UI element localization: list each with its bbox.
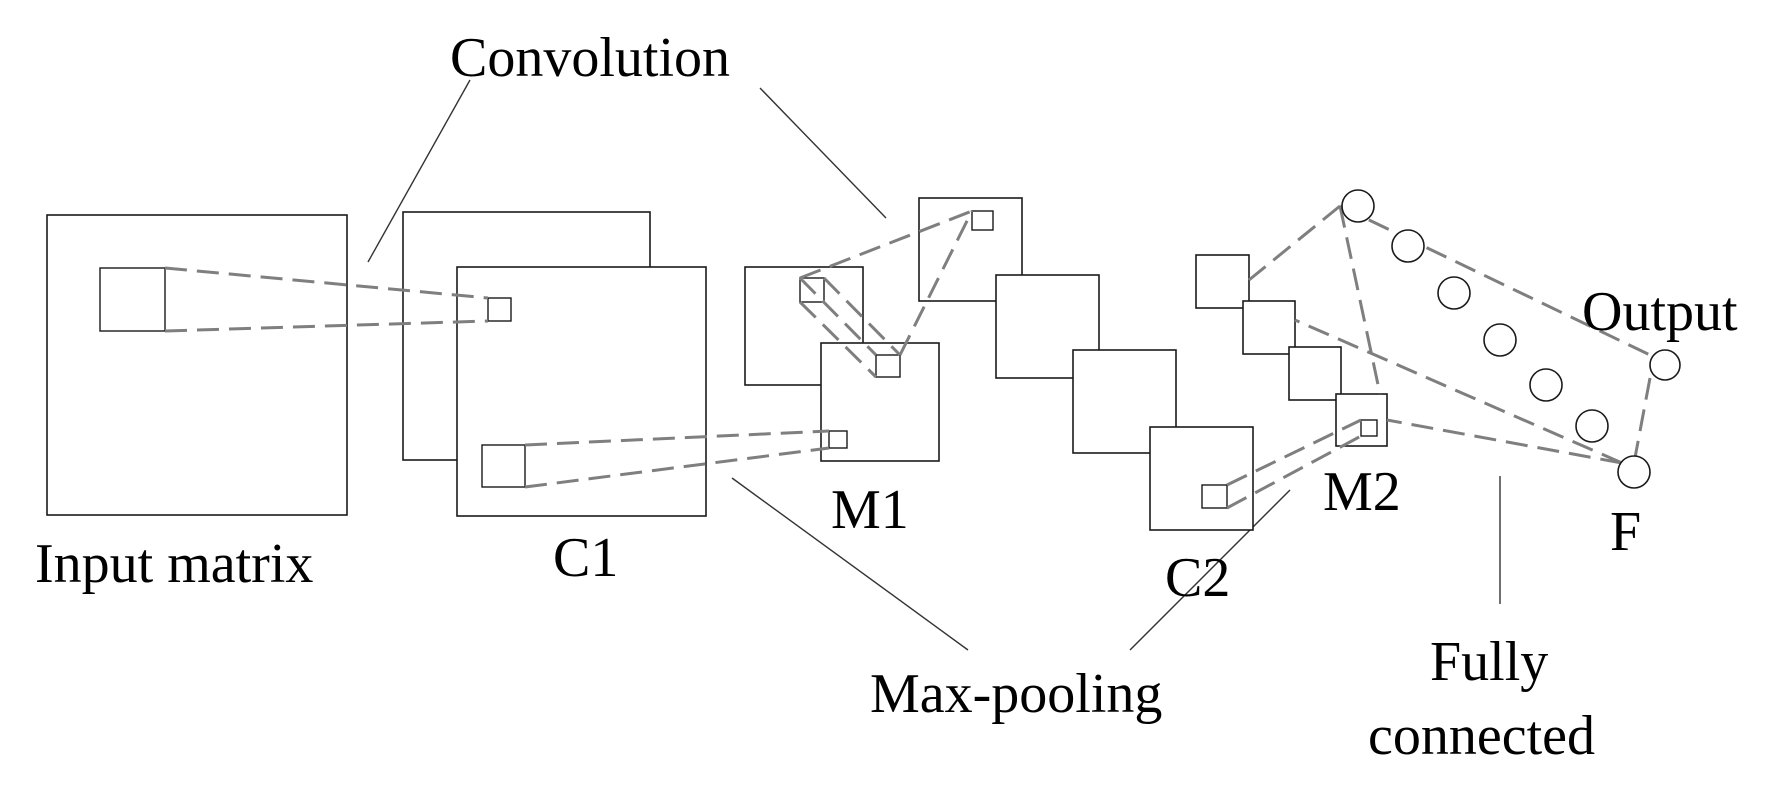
c1-pool-window <box>481 444 526 488</box>
c1-to-m1-top <box>524 429 830 447</box>
c2-map-4 <box>1149 426 1254 531</box>
f-label: F <box>1610 501 1641 563</box>
m1-window-diag-a <box>798 300 878 379</box>
m1-window-diag-b <box>822 276 902 357</box>
annotation-leaders <box>367 79 1501 651</box>
input-to-c1-top <box>164 266 489 300</box>
fc-node-3 <box>1437 276 1471 310</box>
c2-feature-maps <box>918 197 1254 531</box>
m1-window-diag-c <box>798 276 878 357</box>
fc-bottom-to-m2-b <box>1386 418 1623 465</box>
max-pooling-label: Max-pooling <box>870 663 1162 725</box>
c2-to-m2-bottom <box>1226 434 1362 510</box>
c1-feature-maps <box>402 211 707 517</box>
output-label: Output <box>1582 281 1738 343</box>
m2-unit <box>1360 419 1378 437</box>
c2-to-m2-top <box>1226 418 1362 487</box>
m1-to-c2-b <box>898 210 974 356</box>
input-matrix-label: Input matrix <box>35 533 313 595</box>
output-node <box>1649 349 1681 381</box>
input-matrix-frame <box>46 214 348 516</box>
fully-label: Fully <box>1430 631 1548 693</box>
dashed-connections <box>164 204 1652 510</box>
fc-node-6 <box>1575 409 1609 443</box>
m2-map-3 <box>1288 346 1342 401</box>
convolution-leader-left <box>367 79 471 263</box>
input-receptive-field <box>99 267 166 332</box>
fc-node-2 <box>1391 229 1425 263</box>
m2-map-2 <box>1242 300 1296 355</box>
fc-top-to-output <box>1339 204 1651 357</box>
m1-feature-maps <box>744 266 940 462</box>
c1-to-m1-bottom <box>524 446 830 489</box>
fc-node-4 <box>1483 323 1517 357</box>
c2-label: C2 <box>1165 547 1230 609</box>
diagram-labels: Convolution Input matrix C1 M1 C2 M2 F O… <box>35 27 1738 767</box>
c1-unit-top <box>487 297 512 322</box>
m2-map-1 <box>1195 254 1250 309</box>
m1-window-front <box>875 354 901 378</box>
fc-bottom-to-m2-a <box>1294 318 1623 465</box>
connected-label: connected <box>1368 705 1595 767</box>
f-node <box>1617 455 1651 489</box>
c1-label: C1 <box>553 527 618 589</box>
m1-label: M1 <box>831 479 909 541</box>
fc-node-1 <box>1341 189 1375 223</box>
c2-pool-window <box>1201 484 1228 509</box>
convolution-label: Convolution <box>450 27 730 89</box>
c2-unit-top <box>971 210 994 231</box>
max-pooling-leader-right <box>1129 489 1291 651</box>
convolution-leader-right <box>759 87 887 219</box>
fc-node-5 <box>1529 368 1563 402</box>
max-pooling-leader-left <box>731 477 969 651</box>
m1-unit-bottom <box>828 430 848 449</box>
fc-top-to-m2-front <box>1338 205 1382 395</box>
fc-top-to-m2 <box>1248 204 1341 282</box>
fully-connected-nodes <box>1341 189 1681 489</box>
input-matrix <box>46 214 348 516</box>
input-to-c1-bottom <box>164 319 489 333</box>
m2-feature-maps <box>1195 254 1388 447</box>
m2-label: M2 <box>1323 461 1401 523</box>
fc-bottom-to-output <box>1632 377 1652 464</box>
